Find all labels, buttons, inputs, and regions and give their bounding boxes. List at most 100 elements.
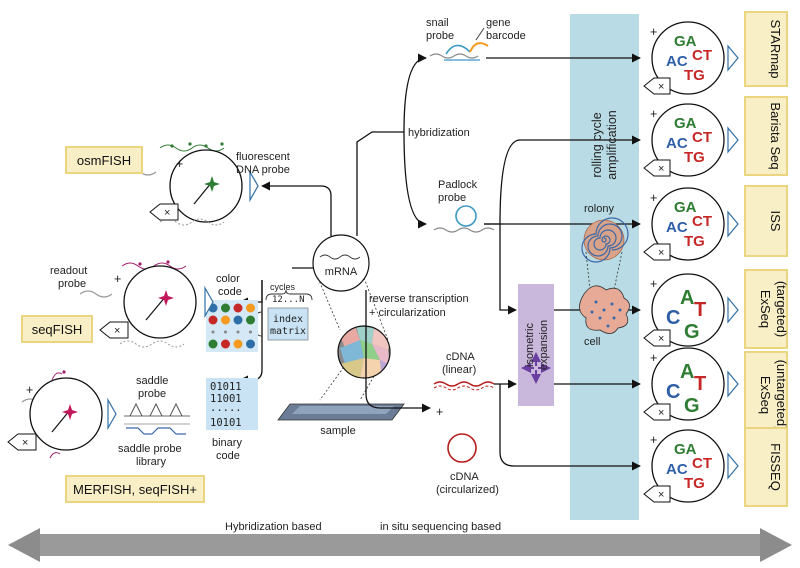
cross-icon: × <box>658 81 664 93</box>
base-ga: GA <box>674 115 697 132</box>
seqfish-cross-tag <box>99 321 129 339</box>
exseq-untargeted-label-2: (untargeted) <box>774 360 789 431</box>
cdna-plus: + <box>436 405 443 419</box>
iss-label: ISS <box>768 211 783 232</box>
base-t: T <box>694 299 706 321</box>
index-matrix-label-1: index <box>273 314 303 325</box>
cycles-label: cycles <box>270 282 296 292</box>
binary-row-1: 11001 <box>210 393 242 405</box>
base-ct: CT <box>692 129 712 146</box>
barista-label: Barista Seq <box>768 102 783 169</box>
merfish-label: MERFISH, seqFISH+ <box>73 482 197 497</box>
padlock-to-expansion <box>499 224 517 315</box>
color-code-dot <box>236 330 240 334</box>
hybridization-label: hybridization <box>408 127 470 139</box>
amplification-label-2: amplification <box>605 110 619 180</box>
cross-tag <box>643 403 671 421</box>
rolony-graphic <box>581 217 629 263</box>
base-ct: CT <box>692 455 712 472</box>
seqfish-label: seqFISH <box>32 322 83 337</box>
base-ct: CT <box>692 213 712 230</box>
cross-icon: × <box>658 407 664 419</box>
base-tg: TG <box>684 149 705 166</box>
barista-tag <box>744 96 788 176</box>
cross-icon: × <box>658 489 664 501</box>
base-ac: AC <box>666 461 688 478</box>
base-ac: AC <box>666 219 688 236</box>
saddle-probe-label-2: probe <box>138 388 166 400</box>
fluorescent-probe-label-1: fluorescent <box>236 151 290 163</box>
base-g: G <box>684 321 700 343</box>
fisseq-tag <box>744 427 788 507</box>
cell-label: cell <box>584 336 601 348</box>
base-ac: AC <box>666 53 688 70</box>
binary-row-2: ····· <box>210 405 242 417</box>
color-code-dot <box>249 330 252 334</box>
snail-probe-label-2: probe <box>426 30 454 42</box>
index-matrix-group <box>251 289 313 341</box>
detection-plus: + <box>650 433 657 447</box>
exseq-untargeted-tag <box>744 351 788 439</box>
detector-icon <box>727 370 739 398</box>
saddle-library-label-2: library <box>136 456 166 468</box>
base-ac: AC <box>666 135 688 152</box>
osmfish-detection <box>123 142 259 226</box>
detection-plus: + <box>650 107 657 121</box>
base-ga: GA <box>674 441 697 458</box>
osmfish-cross: × <box>164 207 170 219</box>
osmfish-plus: + <box>176 157 183 171</box>
color-code-dot <box>221 303 230 313</box>
detector-icon <box>727 44 739 72</box>
saddle-library-label-1: saddle probe <box>118 443 182 455</box>
exseq-targeted-label-2: (targeted) <box>774 281 789 337</box>
iss-tag <box>744 185 788 257</box>
cross-tag <box>643 485 671 503</box>
rt-arrow-down <box>365 290 431 413</box>
amplification-panel <box>570 14 639 520</box>
detection-circle <box>651 103 725 177</box>
cdna-to-fisseq <box>499 384 641 471</box>
cross-tag <box>643 329 671 347</box>
binary-code-label-2: code <box>216 450 240 462</box>
detection-plus: + <box>650 25 657 39</box>
bottom-arrow <box>8 528 792 562</box>
color-code-dot <box>208 339 218 349</box>
base-ga: GA <box>674 199 697 216</box>
cell-graphic <box>579 285 630 334</box>
in-situ-based-label: in situ sequencing based <box>380 521 501 533</box>
detector-icon <box>727 210 739 238</box>
base-t: T <box>694 373 706 395</box>
cdna-linear-strand <box>433 381 495 387</box>
cdna-circ-label-2: (circularized) <box>436 484 499 496</box>
cdna-circular-strand <box>447 433 477 463</box>
padlock-to-barista <box>484 135 641 225</box>
cross-icon: × <box>658 333 664 345</box>
color-code-label-1: color <box>216 273 240 285</box>
color-code-dot <box>246 315 255 325</box>
cross-tag <box>643 243 671 261</box>
color-code-dot <box>233 315 243 325</box>
expansion-panel <box>518 284 554 406</box>
rt-label-2: + circularization <box>369 307 446 319</box>
rolony-label: rolony <box>584 203 614 215</box>
binary-row-0: 01011 <box>210 381 242 393</box>
merfish-cross: × <box>22 437 28 449</box>
hybridization-based-label: Hybridization based <box>225 521 322 533</box>
base-tg: TG <box>684 233 705 250</box>
mrna-label: mRNA <box>325 266 358 278</box>
seqfish-cross: × <box>114 325 120 337</box>
seqfish-detection <box>79 260 214 348</box>
readout-probe-label-2: probe <box>58 278 86 290</box>
merfish-plus: + <box>26 383 33 397</box>
base-tg: TG <box>684 67 705 84</box>
exseq-untargeted-label-1: ExSeq <box>758 376 773 414</box>
gene-barcode-label-1: gene <box>486 17 510 29</box>
exseq-targeted-tag <box>744 269 788 349</box>
osmfish-tag <box>65 146 143 174</box>
gene-barcode-label-2: barcode <box>486 30 526 42</box>
sample-label: sample <box>320 425 355 437</box>
base-tg: TG <box>684 475 705 492</box>
color-code-dot <box>221 339 230 349</box>
color-code-dot <box>246 303 255 313</box>
base-a: A <box>680 287 694 309</box>
